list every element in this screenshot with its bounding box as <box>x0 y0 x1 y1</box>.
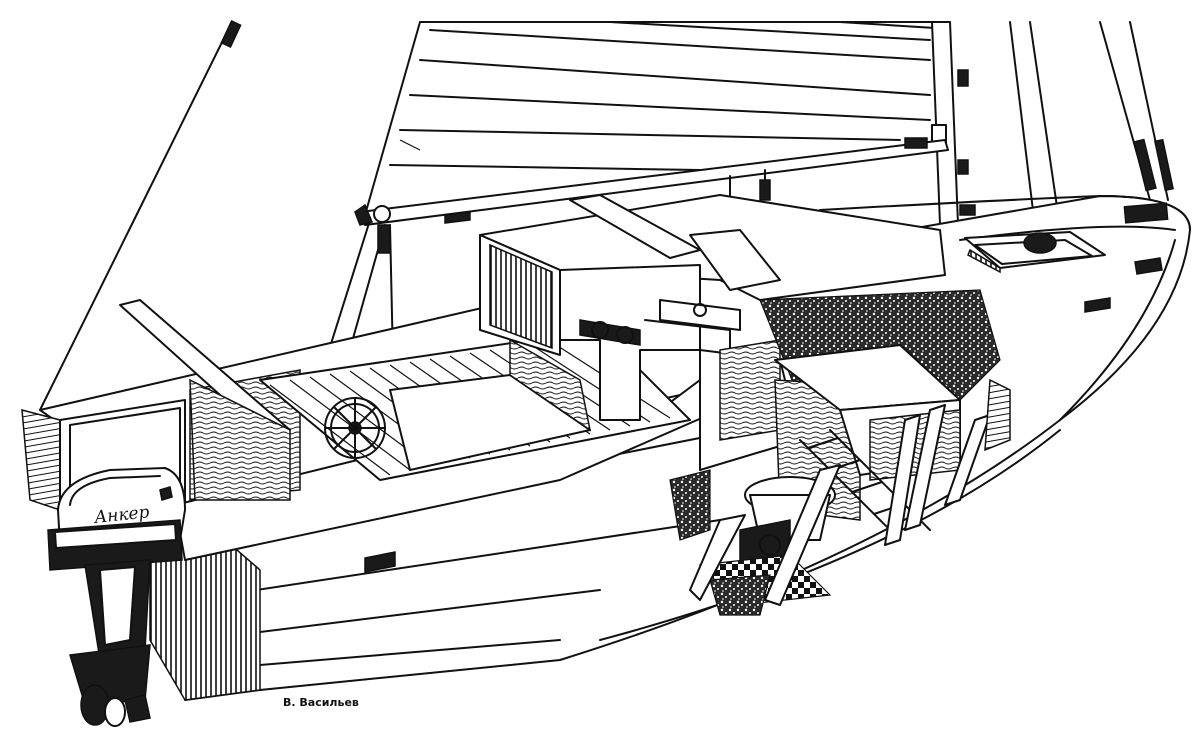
outboard-motor: Анкер <box>47 467 186 727</box>
steering-wheel <box>324 397 386 459</box>
interior-cutaway <box>669 289 1011 616</box>
artist-signature: В. Васильев <box>283 696 359 709</box>
forward-hatch <box>964 231 1106 274</box>
cockpit <box>119 299 721 561</box>
deck-fittings <box>354 202 1169 573</box>
backstay <box>39 20 242 411</box>
